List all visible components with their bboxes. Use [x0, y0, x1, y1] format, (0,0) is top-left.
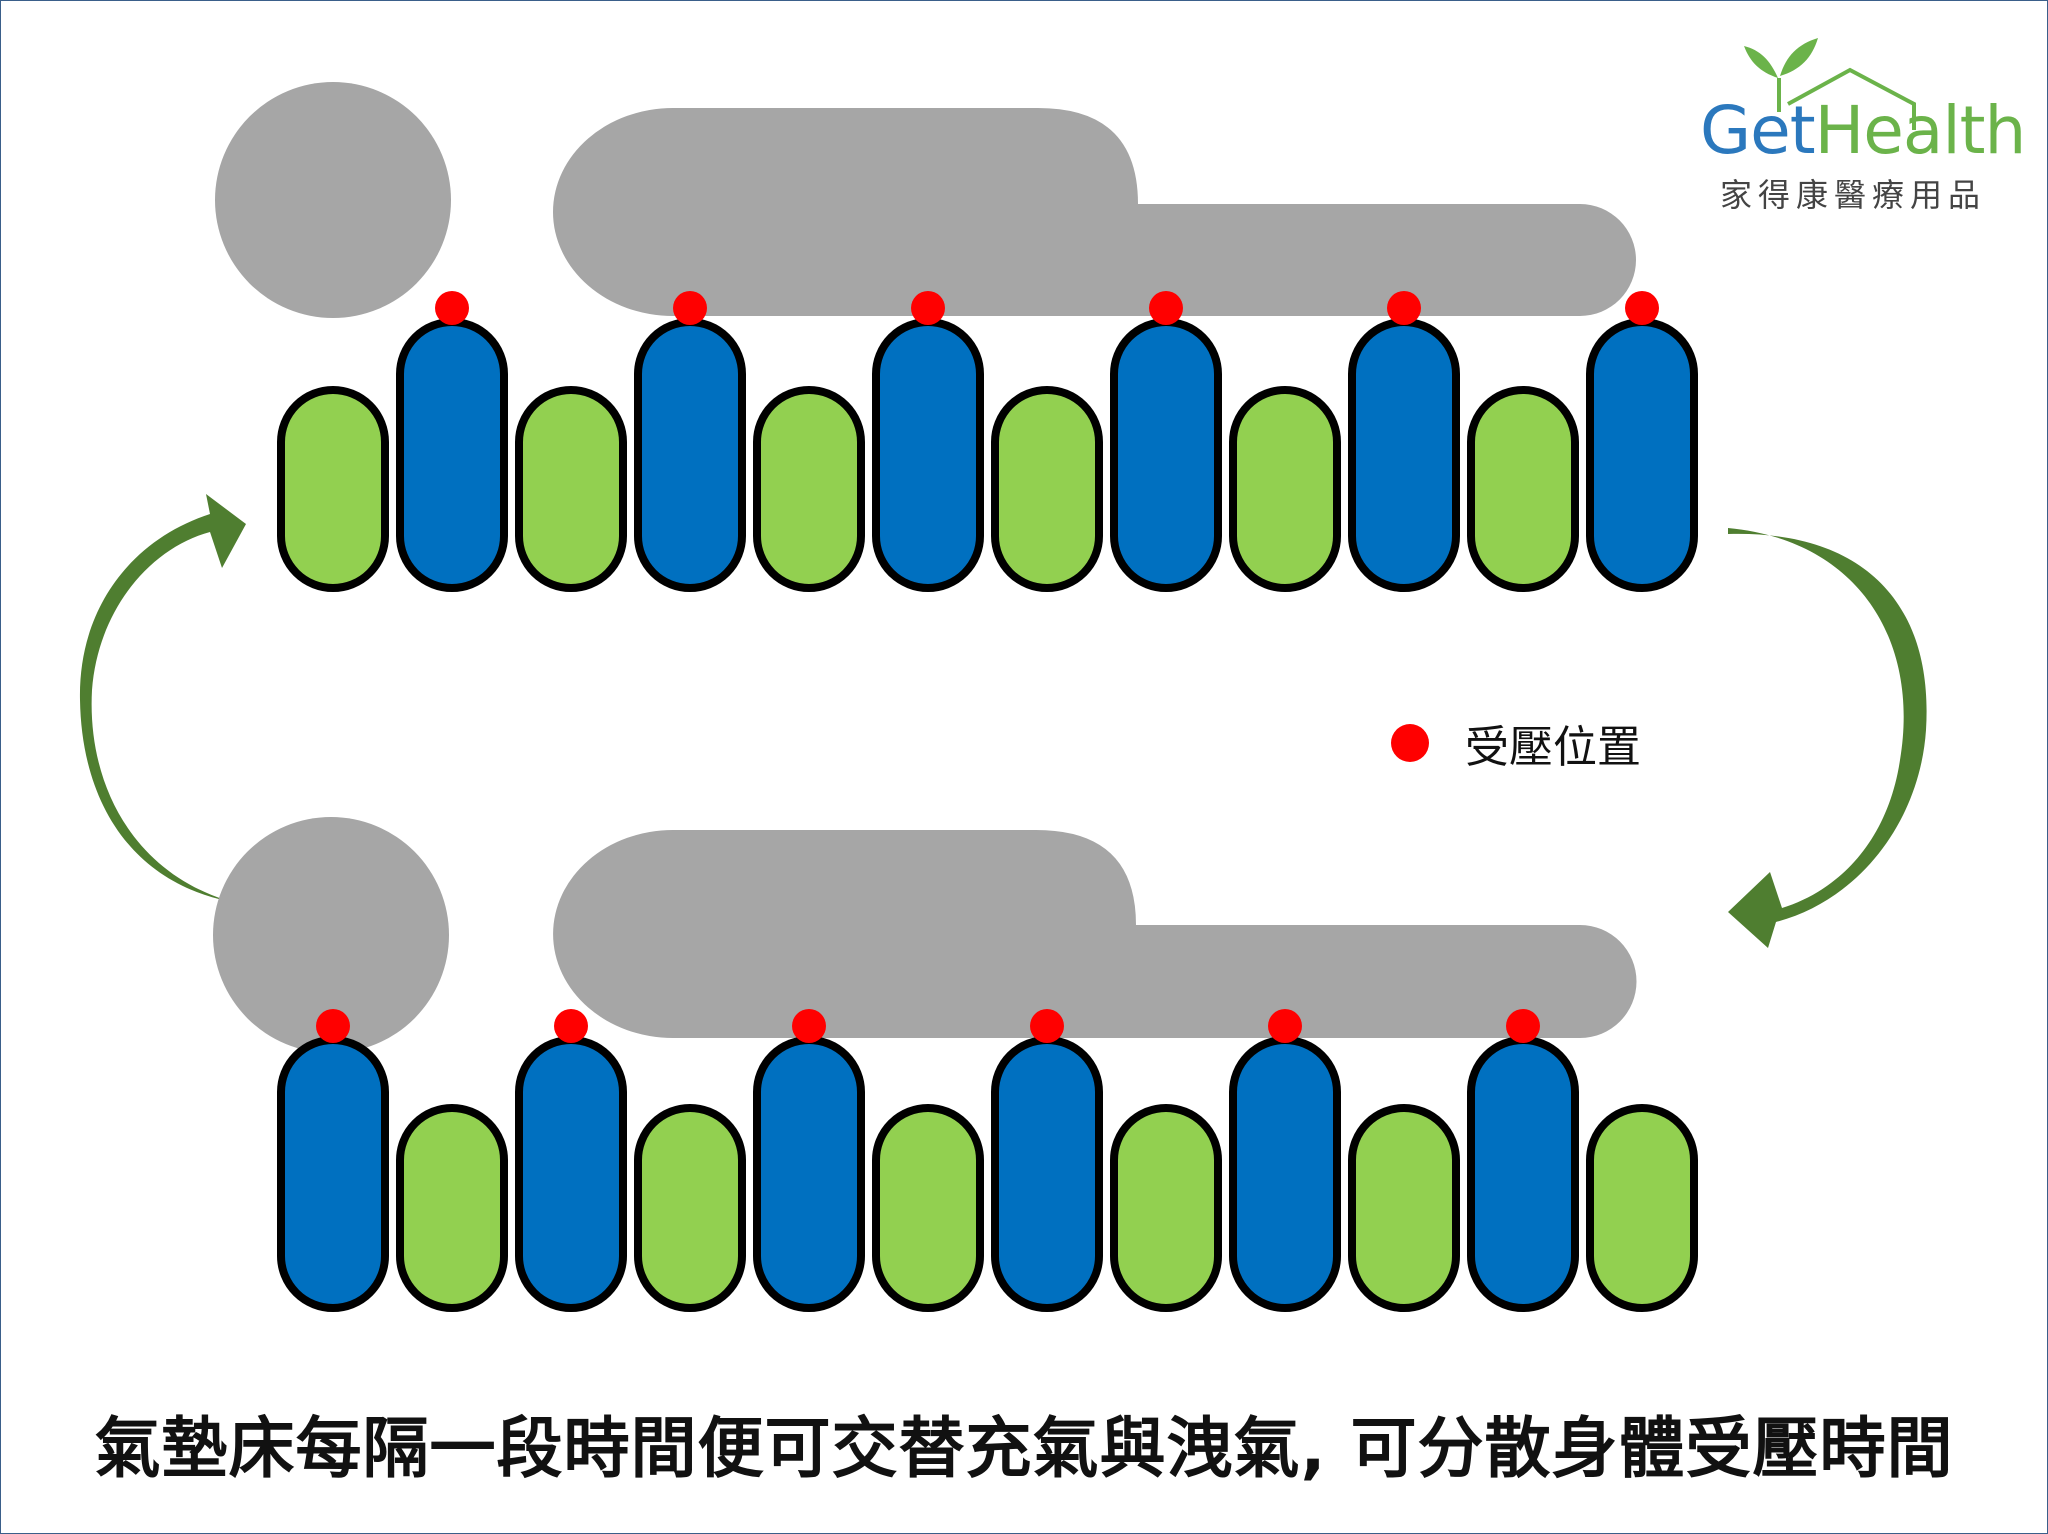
deflated-air-cell	[1229, 386, 1341, 592]
pressure-points	[316, 1009, 1540, 1043]
pressure-point	[1387, 291, 1421, 325]
inflated-air-cell	[753, 1036, 865, 1312]
body-torso-legs	[553, 108, 1636, 316]
legend: 受壓位置	[1391, 715, 1641, 773]
logo-brand-get: Get	[1700, 92, 1816, 169]
inflated-air-cell	[1229, 1036, 1341, 1312]
mattress-cells	[277, 318, 1698, 592]
body-torso-legs	[553, 830, 1637, 1038]
pressure-point	[554, 1009, 588, 1043]
left-up-arrow-icon	[79, 494, 278, 910]
inflated-air-cell	[515, 1036, 627, 1312]
pressure-point	[673, 291, 707, 325]
inflated-air-cell	[1348, 318, 1460, 592]
pressure-point	[1625, 291, 1659, 325]
mattress-states	[213, 82, 1698, 1312]
legend-label: 受壓位置	[1465, 722, 1641, 773]
cycle-arrows	[79, 494, 1927, 948]
inflated-air-cell	[396, 318, 508, 592]
body-head	[215, 82, 451, 318]
inflated-air-cell	[277, 1036, 389, 1312]
body-silhouette	[215, 82, 1636, 318]
logo-brand-health: Health	[1814, 92, 2027, 169]
deflated-air-cell	[515, 386, 627, 592]
inflated-air-cell	[1110, 318, 1222, 592]
gethealth-logo: GetHealth 家得康醫療用品	[1700, 20, 2026, 214]
caption: 氣墊床每隔一段時間便可交替充氣與洩氣, 可分散身體受壓時間	[94, 1410, 1954, 1487]
pressure-point	[1268, 1009, 1302, 1043]
house-sprout-icon	[1744, 38, 1916, 130]
pressure-point	[435, 291, 469, 325]
logo-subtitle: 家得康醫療用品	[1720, 176, 1987, 214]
right-down-arrow-icon	[1728, 528, 1927, 948]
deflated-air-cell	[634, 1104, 746, 1312]
pressure-point	[1506, 1009, 1540, 1043]
mattress-cells	[277, 1036, 1698, 1312]
pressure-point	[1149, 291, 1183, 325]
deflated-air-cell	[753, 386, 865, 592]
state-bottom	[213, 817, 1698, 1312]
deflated-air-cell	[396, 1104, 508, 1312]
pressure-point	[911, 291, 945, 325]
state-top	[215, 82, 1698, 592]
deflated-air-cell	[991, 386, 1103, 592]
inflated-air-cell	[872, 318, 984, 592]
body-silhouette	[213, 817, 1637, 1053]
deflated-air-cell	[1586, 1104, 1698, 1312]
deflated-air-cell	[1110, 1104, 1222, 1312]
pressure-points	[435, 291, 1659, 325]
body-head	[213, 817, 449, 1053]
deflated-air-cell	[1348, 1104, 1460, 1312]
pressure-point-legend-marker	[1391, 724, 1429, 762]
logo-brand: GetHealth	[1700, 98, 2026, 164]
inflated-air-cell	[634, 318, 746, 592]
pressure-point	[1030, 1009, 1064, 1043]
inflated-air-cell	[991, 1036, 1103, 1312]
inflated-air-cell	[1467, 1036, 1579, 1312]
pressure-point	[792, 1009, 826, 1043]
deflated-air-cell	[1467, 386, 1579, 592]
pressure-point	[316, 1009, 350, 1043]
deflated-air-cell	[277, 386, 389, 592]
inflated-air-cell	[1586, 318, 1698, 592]
deflated-air-cell	[872, 1104, 984, 1312]
